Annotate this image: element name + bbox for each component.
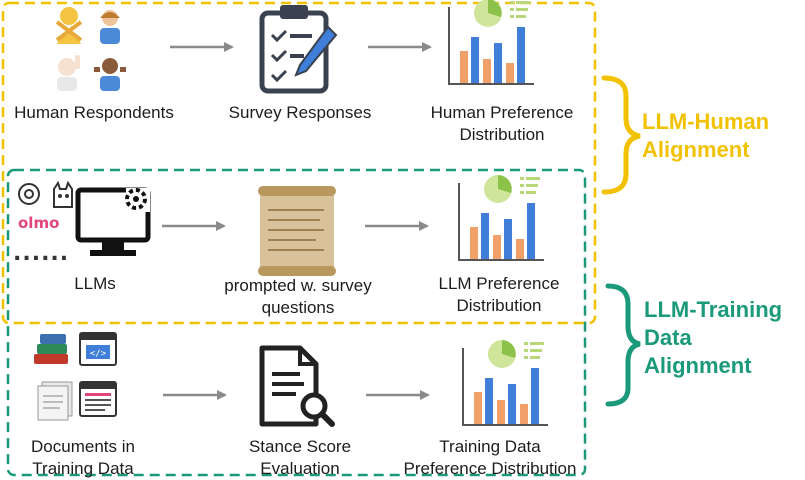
document-stack-icon <box>37 381 73 421</box>
clipboard-checklist-icon <box>259 5 338 94</box>
bar-chart-icon <box>448 0 534 85</box>
llm-training-data-region <box>6 168 587 477</box>
text-window-icon <box>79 381 117 417</box>
training-data-preference-distribution-label: Training Data Preference Distribution <box>403 437 577 478</box>
llama-icon <box>53 180 73 208</box>
person-raising-hand-icon <box>57 55 80 91</box>
survey-responses-label: Survey Responses <box>228 103 372 122</box>
person-shrugging-icon <box>100 10 120 44</box>
person-gesturing-no-icon <box>55 7 83 44</box>
llm-preference-distribution-label: LLM Preference Distribution <box>438 274 560 315</box>
stance-score-label: Stance Score Evaluation <box>248 437 352 478</box>
more-models-dots: ...... <box>13 241 69 266</box>
person-shrugging-icon <box>94 58 126 91</box>
llm-human-alignment-label: LLM-Human Alignment <box>642 109 770 162</box>
llm-training-data-alignment-label: LLM-Training Data Alignment <box>644 297 783 378</box>
human-respondents-label: Human Respondents <box>14 103 174 122</box>
prompted-survey-label: prompted w. survey questions <box>224 276 372 317</box>
training-docs-icons: </> <box>34 332 117 421</box>
books-icon <box>34 334 68 364</box>
llm-logos: olmo ...... <box>13 180 73 266</box>
llms-label: LLMs <box>74 274 116 293</box>
llm-human-region <box>1 1 597 325</box>
code-window-icon: </> <box>79 332 117 366</box>
olmo-logo: olmo <box>18 214 59 232</box>
svg-text:</>: </> <box>90 349 107 359</box>
human-respondents-icon <box>55 7 126 91</box>
openai-logo-icon <box>18 183 40 205</box>
bar-chart-icon <box>462 340 548 426</box>
human-preference-distribution-label: Human Preference Distribution <box>430 103 574 144</box>
documents-training-data-label: Documents in Training Data <box>31 437 135 478</box>
llm-training-brace <box>605 283 641 407</box>
computer-gear-icon <box>75 187 151 256</box>
llm-human-brace <box>601 75 641 195</box>
scroll-icon <box>258 186 336 276</box>
document-search-icon <box>259 345 335 427</box>
bar-chart-icon <box>458 175 544 261</box>
